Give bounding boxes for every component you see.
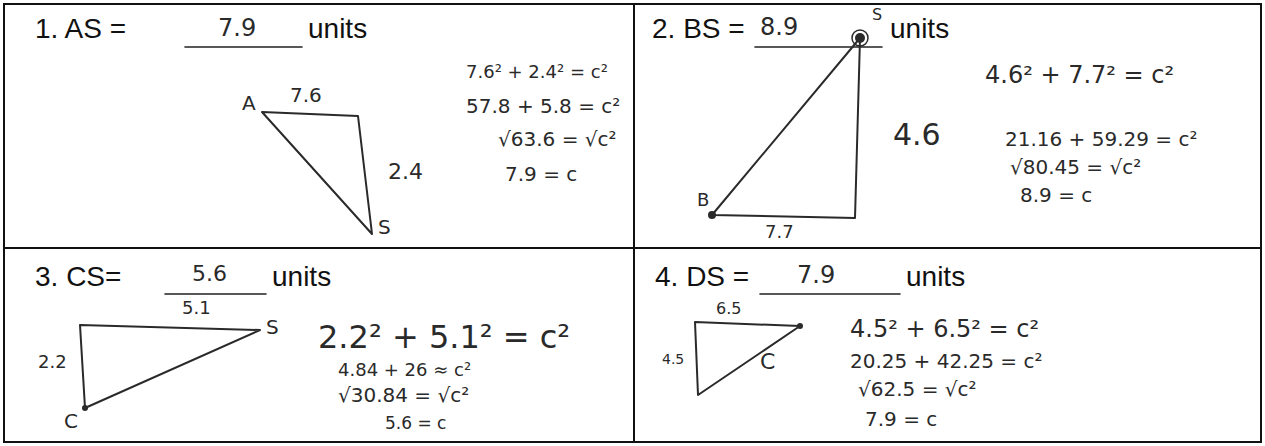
answer-blank [760,293,900,295]
vertex-circle [852,30,868,46]
work-line: 4.84 + 26 ≈ c² [338,360,471,380]
work-line: 7.6² + 2.4² = c² [466,62,608,82]
vertex-label: S [266,316,279,338]
vertex-dot [708,211,716,219]
side-length: 6.5 [716,300,741,318]
work-line: √30.84 = √c² [338,384,469,406]
vertex-label: S [872,6,882,24]
question-prompt: 1. AS = [35,14,126,45]
unit-label: units [308,14,367,45]
work-line: 57.8 + 5.8 = c² [466,95,620,117]
work-line: 4.5² + 6.5² = c² [850,316,1039,342]
worksheet-cell: 3. CS= 5.6 5.1 units 2.2 S C 2.2² + 5.1² = c² 4.… [3,247,635,443]
worksheet-cell: 1. AS = 7.9 unitsA 7.6 2.4S 7.6² + 2.4² = c² 5… [3,3,635,249]
answer-blank [185,46,302,48]
answer-blank [755,46,882,48]
vertex-label: B [697,190,709,210]
work-line: 4.6² + 7.7² = c² [985,62,1174,88]
vertex-dot [797,323,803,329]
vertex-dot [855,33,865,43]
side-length: 7.6 [290,84,322,106]
work-line: 2.2² + 5.1² = c² [318,320,570,355]
right-triangle [262,112,372,234]
side-length: 4.6 [893,118,941,151]
work-line: 21.16 + 59.29 = c² [1005,128,1197,150]
right-triangle [80,325,260,408]
question-prompt: 3. CS= [35,262,121,293]
work-line: 8.9 = c [1020,184,1092,206]
unit-label: units [906,262,965,293]
work-line: √62.5 = √c² [858,378,977,400]
answer-value: 7.9 [218,15,256,41]
side-length: 5.1 [182,298,211,318]
vertex-label: C [760,350,775,374]
right-triangle [712,38,860,218]
answer-value: 8.9 [760,14,798,40]
unit-label: units [890,14,949,45]
answer-blank [165,293,266,295]
right-triangle [695,322,800,395]
side-length: 7.7 [765,222,794,242]
vertex-label: A [242,92,256,114]
unit-label: units [272,262,331,293]
vertex-label: S [378,216,391,238]
worksheet-cell: 2. BS = 8.9 units S B 4.6 7.7 4.6² + 7.7² = c² 2… [633,3,1262,249]
question-prompt: 2. BS = [652,14,745,45]
work-line: 7.9 = c [865,408,937,430]
side-length: 2.2 [38,352,67,372]
work-line: √80.45 = √c² [1010,156,1141,178]
side-length: 4.5 [662,352,684,367]
worksheet-cell: 4. DS = 7.9 units 6.5 4.5 C 4.5² + 6.5² = c² 20… [633,247,1262,443]
side-length: 2.4 [388,160,423,184]
work-line: 20.25 + 42.25 = c² [850,350,1042,372]
vertex-dot [82,405,88,411]
work-line: 7.9 = c [505,163,577,185]
work-line: 5.6 = c [385,414,446,433]
question-prompt: 4. DS = [655,262,749,293]
work-line: √63.6 = √c² [498,128,617,150]
vertex-label: C [64,410,78,432]
answer-value: 5.6 [192,262,227,286]
answer-value: 7.9 [797,262,835,288]
